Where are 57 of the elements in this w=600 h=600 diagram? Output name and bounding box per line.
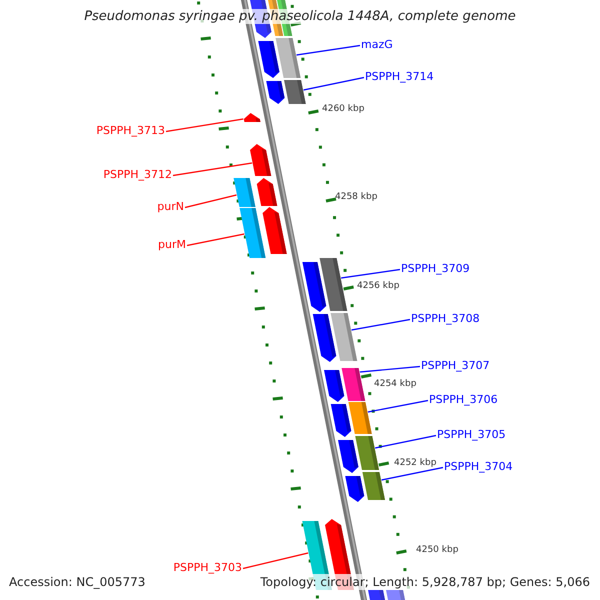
gene-feature [302,262,326,312]
leader-line [166,118,244,132]
gene-label: PSPPH_3712 [103,168,172,181]
gene-label: PSPPH_3709 [401,262,470,275]
genome-stats-text: Topology: circular; Length: 5,928,787 bp; Genes: 5,066 [260,574,590,590]
leader-line [374,434,436,449]
gene-feature [355,436,379,470]
gene-feature [330,313,358,361]
gene-feature [362,472,385,500]
leader-line [242,552,308,570]
gene-label: purN [157,200,184,213]
gene-feature [324,370,344,402]
gene-feature [262,207,287,254]
gene-feature [342,368,366,401]
gene-feature [258,41,280,78]
leader-line [360,366,420,373]
gene-feature [234,178,256,207]
scale-label: 4260 kbp [322,104,364,115]
leader-line [172,162,252,176]
gene-label: PSPPH_3703 [173,561,242,574]
gene-feature [386,590,406,600]
gene-feature [256,178,278,206]
gene-label: PSPPH_3706 [429,393,498,406]
gene-feature [284,80,306,104]
leader-line [341,268,400,279]
gene-feature [338,440,358,473]
leader-line [303,76,364,91]
leader-line [184,194,237,208]
leader-line [368,400,428,413]
scale-label: 4254 kbp [374,379,416,390]
gene-feature [368,590,386,600]
gene-feature [244,113,260,122]
gene-label: PSPPH_3707 [421,359,490,372]
gene-label: PSPPH_3705 [437,428,506,441]
gene-label: PSPPH_3708 [411,312,480,325]
gene-label: purM [158,238,186,251]
gene-label: PSPPH_3713 [96,124,165,137]
scale-label: 4250 kbp [416,545,458,556]
gene-feature [320,258,348,311]
gene-label: mazG [361,38,393,51]
scale-label: 4256 kbp [357,281,400,292]
leader-line [296,44,360,56]
gene-feature [266,81,285,104]
accession-text: Accession: NC_005773 [9,574,146,590]
gene-feature [330,404,352,437]
gene-feature [345,476,364,502]
gene-label: PSPPH_3714 [365,70,434,83]
scale-label: 4252 kbp [394,458,436,469]
gene-label: PSPPH_3704 [444,460,513,473]
gene-feature [312,314,336,362]
scale-label: 4258 kbp [335,192,378,203]
leader-line [351,318,410,331]
gene-feature [348,402,372,434]
leader-line [381,466,444,481]
leader-line [186,233,244,246]
gene-feature [276,38,301,78]
gene-feature [250,144,272,176]
